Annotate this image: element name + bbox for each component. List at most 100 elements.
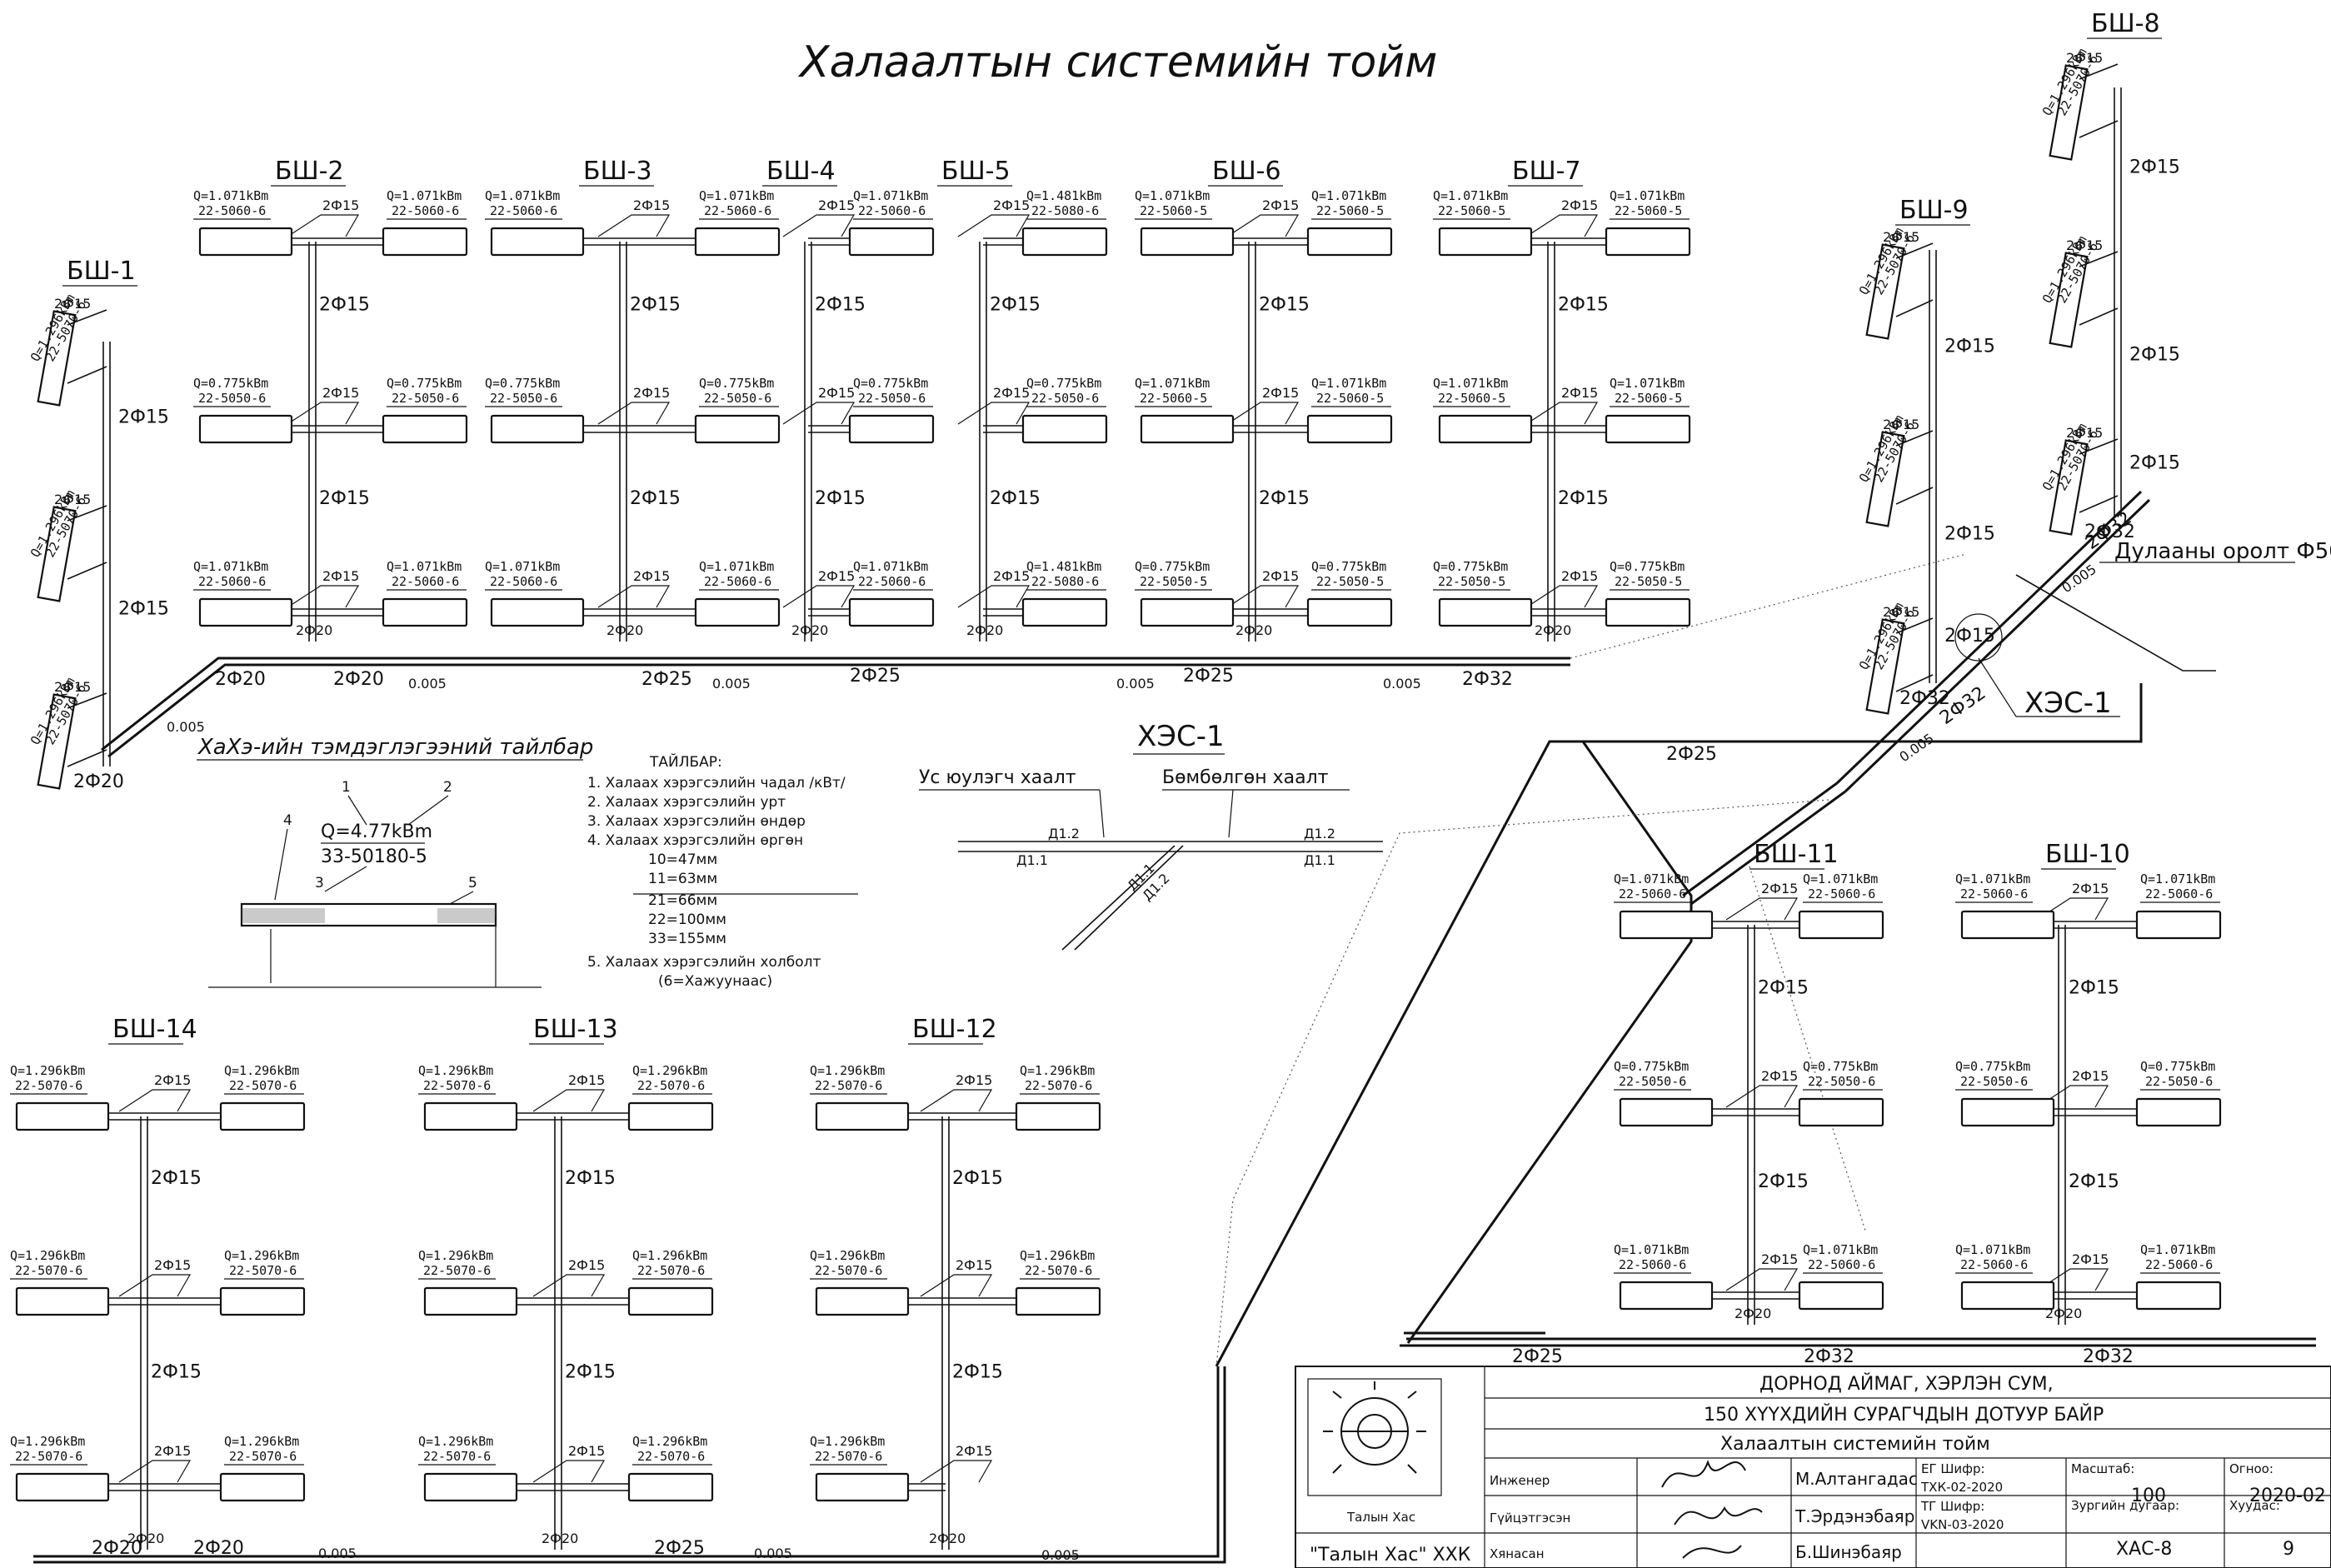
radiator-left	[15, 1472, 110, 1502]
riser-bsh-7: БШ-72Ф152Ф15Q=1.071kBm22-5060-5Q=1.071kB…	[1433, 157, 1690, 642]
radiator-q: Q=1.296kBm	[632, 1063, 707, 1078]
radiator-code: 22-5050-6	[198, 391, 266, 406]
radiator-code: 22-5060-5	[1140, 203, 1207, 218]
radiator-q: Q=1.481kBm	[1026, 559, 1101, 574]
radiator-q: Q=1.071kBm	[1311, 188, 1386, 203]
radiator-code: 22-5070-6	[637, 1449, 705, 1464]
radiator-row: Q=1.071kBm22-5060-5Q=1.071kBm22-5060-52Ф…	[1135, 188, 1391, 246]
radiator-q: Q=1.296kBm	[810, 1248, 885, 1263]
connection-dia: 2Ф15	[2066, 237, 2103, 253]
radiator-left	[1140, 414, 1235, 444]
riser-bottom-dia: 2Ф20	[966, 622, 1003, 638]
radiator-left	[490, 597, 585, 627]
radiator-left	[1960, 1097, 2055, 1127]
radiator-q: Q=1.071kBm	[387, 559, 462, 574]
connection-dia: 2Ф15	[1262, 197, 1299, 213]
radiator-left	[1438, 227, 1533, 257]
riser-label: БШ-4	[766, 157, 836, 186]
radiator-q: Q=0.775kBm	[1614, 1059, 1689, 1074]
slope-label: 0.005	[712, 676, 751, 692]
connection-dia: 2Ф15	[993, 568, 1030, 584]
radiator-code: 22-5070-6	[15, 1263, 82, 1278]
riser-bsh-3: БШ-32Ф152Ф15Q=1.071kBm22-5060-6Q=1.071kB…	[485, 157, 779, 642]
radiator-q: Q=1.296kBm	[224, 1063, 299, 1078]
riser-bsh-4: БШ-42Ф152Ф15Q=1.071kBm22-5060-62Ф15Q=0.7…	[762, 157, 933, 642]
radiator-code: 22-5050-6	[490, 391, 557, 406]
connection-dia: 2Ф15	[956, 1072, 992, 1088]
radiator-row: Q=1.296kBm22-5070-6Q=1.296kBm22-5070-62Ф…	[418, 1248, 712, 1306]
branch-supply	[1895, 242, 1934, 259]
connection-dia: 2Ф15	[993, 385, 1030, 401]
connection-dia: 2Ф15	[322, 568, 359, 584]
riser-label: БШ-12	[912, 1015, 997, 1044]
radiator-code: 22-5050-5	[1438, 574, 1505, 589]
radiator-code: 22-5050-6	[2145, 1074, 2213, 1089]
riser-bottom-dia: 2Ф32	[2084, 522, 2135, 542]
connection-leader	[957, 402, 1031, 425]
legend-marker-1: 1	[342, 779, 351, 796]
riser-label: БШ-5	[941, 157, 1011, 186]
radiator-left	[423, 1286, 518, 1316]
tb-drw-label: Зургийн дугаар:	[2071, 1498, 2179, 1513]
main-dia: 2Ф20	[333, 669, 384, 690]
radiator-q: Q=1.071kBm	[2140, 1242, 2215, 1257]
radiator-code: 22-5060-5	[1615, 203, 1682, 218]
legend-note: 3. Халаах хэрэгсэлийн өндөр	[587, 813, 806, 830]
radiator-left	[1960, 1281, 2055, 1311]
connection-dia: 2Ф15	[633, 568, 670, 584]
radiator-q: Q=1.296kBm	[1020, 1248, 1095, 1263]
connection-leader	[1226, 402, 1300, 425]
radiator-code: 22-5060-5	[1438, 203, 1505, 218]
connection-dia: 2Ф15	[154, 1257, 191, 1273]
radiator-q: Q=1.296kBm	[10, 1248, 85, 1263]
radiator-q: Q=1.071kBm	[1135, 188, 1210, 203]
riser-seg-dia: 2Ф15	[151, 1168, 202, 1189]
legend-note: 10=47мм	[648, 851, 717, 868]
connection-leader	[118, 1089, 192, 1112]
tb-role-1: Инженер	[1490, 1473, 1550, 1488]
connection-dia: 2Ф15	[633, 197, 670, 213]
connection-leader	[1525, 585, 1599, 608]
legend-sample-code: 33-50180-5	[321, 846, 427, 867]
riser-bsh-2: БШ-22Ф152Ф15Q=1.071kBm22-5060-6Q=1.071kB…	[193, 157, 467, 642]
tb-scale-label: Масштаб:	[2071, 1461, 2134, 1476]
connection-dia: 2Ф15	[1561, 197, 1598, 213]
connection-dia: 2Ф15	[322, 385, 359, 401]
radiator-row: Q=1.296kBm22-5070-6Q=1.296kBm22-5070-62Ф…	[418, 1434, 712, 1491]
drawing-title: Халаалтын системийн тойм	[797, 37, 1437, 87]
riser-bottom-dia: 2Ф20	[542, 1531, 578, 1546]
branch-supply	[2079, 438, 2119, 455]
riser-seg-dia: 2Ф15	[565, 1168, 616, 1189]
radiator-q: Q=0.775kBm	[2140, 1059, 2215, 1074]
legend-sample-q: Q=4.77kBm	[321, 821, 432, 842]
connection-dia: 2Ф15	[54, 296, 91, 312]
radiator-code: 22-5060-6	[2145, 1257, 2213, 1272]
radiator-q: Q=1.071kBm	[853, 559, 928, 574]
branch-return	[1895, 299, 1934, 317]
slope-label: 0.005	[1383, 676, 1421, 692]
tb-sheet: Халаалтын системийн тойм	[1720, 1434, 1990, 1455]
branch-supply	[1895, 617, 1934, 634]
radiator-right	[627, 1101, 714, 1131]
radiator-right	[1605, 227, 1691, 257]
radiator-code: 22-5060-6	[1619, 1257, 1686, 1272]
radiator-left	[198, 414, 293, 444]
radiator-right	[1798, 910, 1884, 940]
radiator-code: 22-5060-6	[704, 574, 771, 589]
riser-seg-dia: 2Ф15	[565, 1362, 616, 1383]
radiator-code: 22-5050-5	[1140, 574, 1207, 589]
radiator-code: 22-5070-6	[229, 1078, 297, 1093]
radiator-right	[694, 597, 781, 627]
riser-bottom-dia: 2Ф20	[296, 622, 332, 638]
riser-seg-dia: 2Ф15	[118, 599, 169, 620]
branch-supply	[67, 692, 107, 709]
radiator-q: Q=0.775kBm	[1803, 1059, 1878, 1074]
riser-bottom-dia: 2Ф20	[606, 622, 643, 638]
riser-bottom-dia: 2Ф32	[1899, 688, 1950, 709]
radiator-row: Q=1.071kBm22-5060-5Q=1.071kBm22-5060-52Ф…	[1433, 188, 1690, 246]
radiator-q: Q=0.775kBm	[1026, 376, 1101, 391]
riser-seg-dia: 2Ф15	[2069, 978, 2119, 999]
radiator-q: Q=0.775kBm	[853, 376, 928, 391]
branch-supply	[2079, 251, 2119, 267]
